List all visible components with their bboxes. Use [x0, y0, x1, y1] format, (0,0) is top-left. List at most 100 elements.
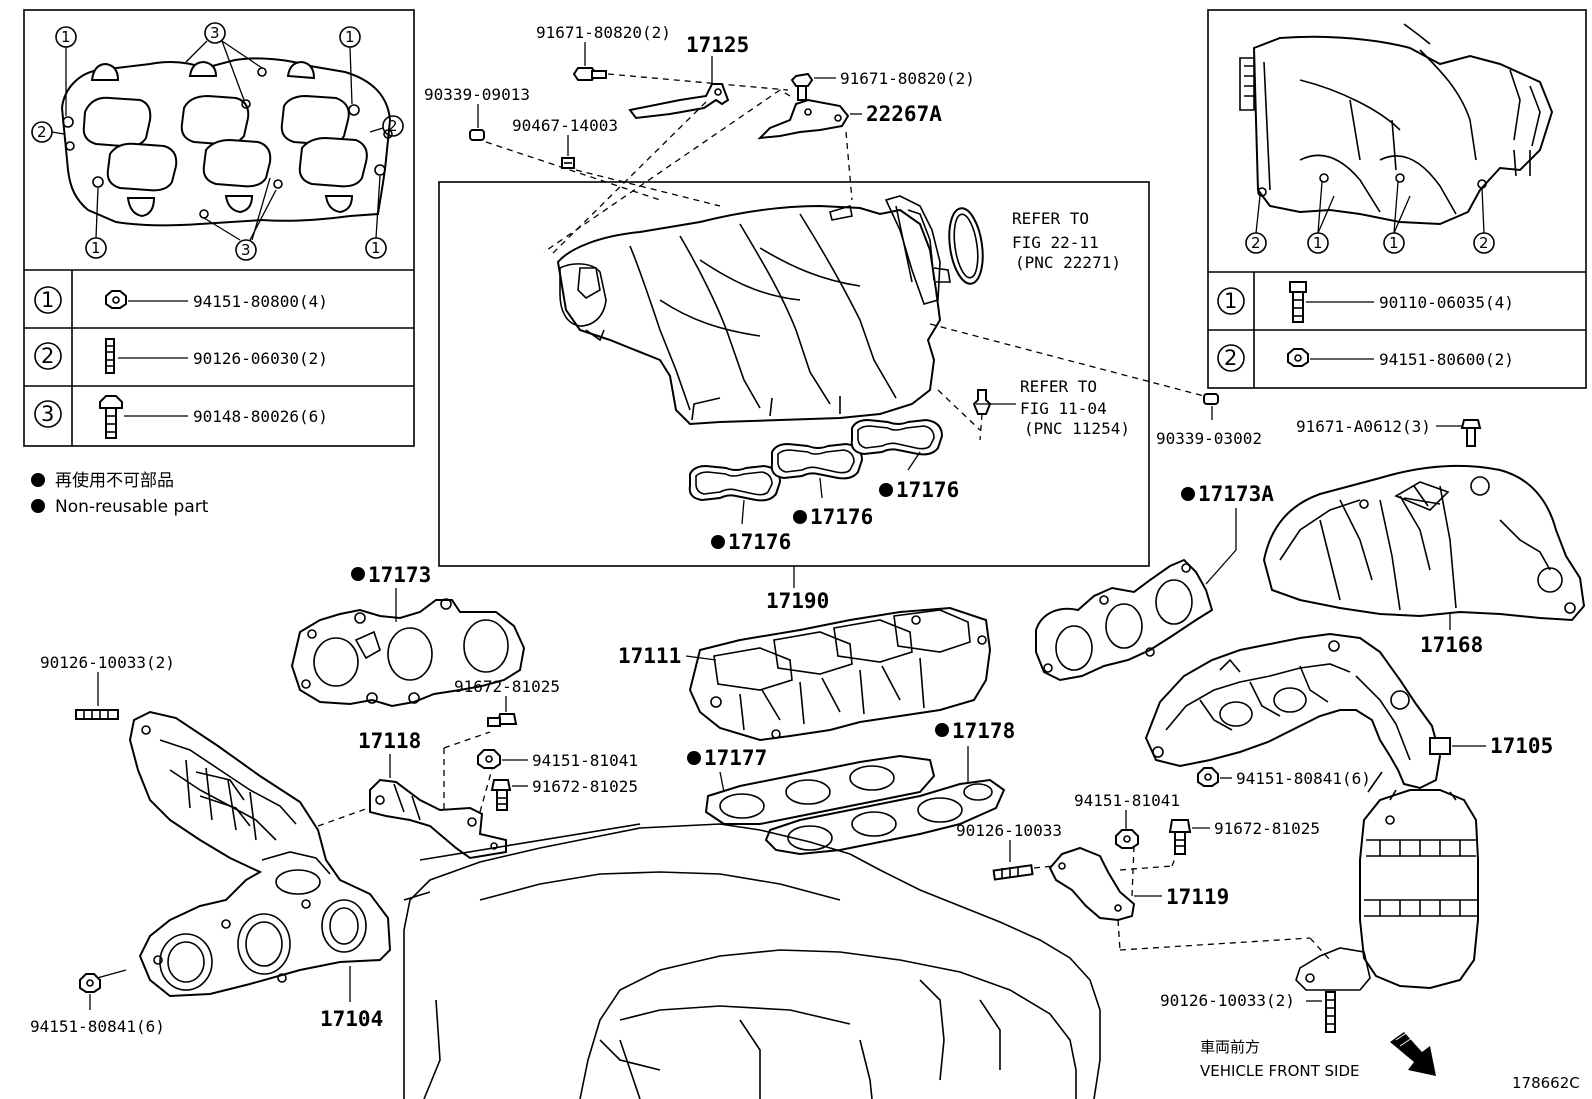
refer-a-line3: (PNC 22271)	[1015, 253, 1121, 272]
bolt-91671-A0612: 91671-A0612(3)	[1296, 417, 1482, 447]
stud-icon	[992, 864, 1034, 881]
label-17104: 17104	[320, 1007, 383, 1031]
stud-icon	[105, 338, 115, 374]
label-91672-81025-b: 91672-81025	[532, 777, 638, 796]
label-17168: 17168	[1420, 633, 1483, 657]
gasket-17173A-drawing	[1035, 558, 1214, 682]
left-row-3-part: 90148-80026(6)	[193, 407, 328, 426]
bolt-icon	[490, 779, 512, 811]
intake-manifold-side-drawing	[1239, 23, 1554, 226]
label-90339-03002: 90339-03002	[1156, 429, 1262, 448]
label-22267A: 22267A	[866, 102, 942, 126]
label-17105: 17105	[1490, 734, 1553, 758]
label-91672-81025-c: 91672-81025	[1214, 819, 1320, 838]
left-row-2-num: 2	[41, 344, 54, 368]
exhaust-manifold-17105-drawing	[1144, 632, 1451, 790]
nut-icon	[1287, 348, 1309, 367]
plug-icon	[469, 129, 485, 141]
inset-callouts-left: 1 1 3 2 2 1 3 1	[31, 22, 404, 261]
gasket-17176-b-drawing	[770, 442, 864, 480]
legend-en: Non-reusable part	[55, 497, 209, 517]
refer-b-line1: REFER TO	[1020, 377, 1097, 396]
left-table-row-2: 2 90126-06030(2)	[34, 338, 328, 374]
svg-text:2: 2	[1479, 234, 1489, 252]
label-17176-b: 17176	[810, 505, 873, 529]
left-row-2-part: 90126-06030(2)	[193, 349, 328, 368]
bolt-icon	[487, 713, 518, 727]
svg-text:2: 2	[1251, 234, 1261, 252]
plug-90339-03002: 90339-03002	[929, 323, 1262, 448]
svg-text:2: 2	[388, 117, 398, 135]
inset-callouts-right: 2 1 1 2	[1245, 181, 1495, 254]
refer-a-line2: FIG 22-11	[1012, 233, 1099, 252]
left-row-1-num: 1	[41, 288, 54, 312]
left-inset-box: 1 1 3 2 2 1 3 1 1	[23, 9, 415, 447]
clip-icon	[561, 157, 575, 169]
catalytic-converter-drawing	[1295, 789, 1479, 991]
refer-a-line1: REFER TO	[1012, 209, 1089, 228]
refer-b-line3: (PNC 11254)	[1024, 419, 1130, 438]
left-row-1-part: 94151-80800(4)	[193, 292, 328, 311]
gasket-17177-drawing	[704, 754, 936, 825]
intake-manifold-box: REFER TO FIG 22-11 (PNC 22271) REFER TO …	[438, 181, 1150, 567]
exhaust-manifold-17104-drawing	[128, 710, 392, 998]
label-91671-80820-a: 91671-80820(2)	[536, 23, 671, 42]
o-ring-drawing	[948, 207, 984, 285]
nut-icon	[477, 749, 501, 769]
svg-text:1: 1	[91, 239, 101, 257]
right-table-row-1: 1 90110-06035(4)	[1217, 281, 1514, 323]
left-table-row-3: 3 90148-80026(6)	[34, 395, 328, 439]
right-row-2-num: 2	[1224, 346, 1237, 370]
right-inset-box: 2 1 1 2 1 90110-06035(4)	[1207, 9, 1587, 389]
top-small-parts: 91671-80820(2) 17125 91671-80820(2) 2	[424, 23, 975, 255]
nut-icon	[79, 973, 101, 993]
label-17176-c: 17176	[728, 530, 791, 554]
label-90339-09013: 90339-09013	[424, 85, 530, 104]
orientation-jp: 車両前方	[1200, 1038, 1260, 1056]
label-94151-81041-b: 94151-81041	[1074, 791, 1180, 810]
label-94151-81041-a: 94151-81041	[532, 751, 638, 770]
svg-text:3: 3	[210, 24, 220, 42]
nut-icon	[1115, 829, 1139, 849]
intake-manifold-drawing	[556, 195, 951, 426]
label-91671-80820-b: 91671-80820(2)	[840, 69, 975, 88]
label-91672-81025-a: 91672-81025	[454, 677, 560, 696]
bracket-17118-drawing	[369, 778, 507, 860]
heat-insulator-17168-drawing	[1262, 464, 1586, 622]
arrow-down-right-icon	[1390, 1031, 1436, 1076]
stud-icon	[1325, 991, 1336, 1033]
svg-text:1: 1	[1389, 234, 1399, 252]
bracket-17125-drawing	[628, 83, 730, 120]
right-row-1-num: 1	[1224, 289, 1237, 313]
lower-intake-manifold-17111-drawing	[688, 606, 992, 742]
orientation-en: VEHICLE FRONT SIDE	[1200, 1062, 1360, 1080]
label-90126-10033-a: 90126-10033(2)	[40, 653, 175, 672]
gasket-17178-drawing	[764, 778, 1006, 856]
gasket-17173-drawing	[290, 598, 526, 708]
bracket-22267A-drawing	[757, 98, 850, 140]
svg-text:1: 1	[345, 28, 355, 46]
label-91671-A0612: 91671-A0612(3)	[1296, 417, 1431, 436]
svg-text:2: 2	[37, 123, 47, 141]
svg-text:1: 1	[61, 28, 71, 46]
label-90126-10033-b: 90126-10033	[956, 821, 1062, 840]
right-table-row-2: 2 94151-80600(2)	[1217, 344, 1514, 372]
bracket-17119-drawing	[1048, 846, 1136, 922]
legend: 再使用不可部品 Non-reusable part	[31, 470, 209, 517]
label-94151-80841-a: 94151-80841(6)	[1236, 769, 1371, 788]
svg-text:1: 1	[1313, 234, 1323, 252]
label-17177: 17177	[704, 746, 767, 770]
right-row-1-part: 90110-06035(4)	[1379, 293, 1514, 312]
stud-icon	[75, 709, 119, 720]
svg-text:3: 3	[241, 241, 251, 259]
gasket-17176-c-drawing	[688, 464, 782, 502]
refer-b-line2: FIG 11-04	[1020, 399, 1107, 418]
diagram-id: 178662C	[1512, 1074, 1580, 1092]
right-row-2-part: 94151-80600(2)	[1379, 350, 1514, 369]
engine-block-drawing	[403, 823, 1101, 1099]
bolt-icon	[572, 67, 607, 81]
intake-plenum-gasket-drawing	[60, 57, 393, 227]
nut-icon	[1197, 767, 1219, 787]
label-17176-a: 17176	[896, 478, 959, 502]
bolt-icon	[790, 72, 814, 101]
